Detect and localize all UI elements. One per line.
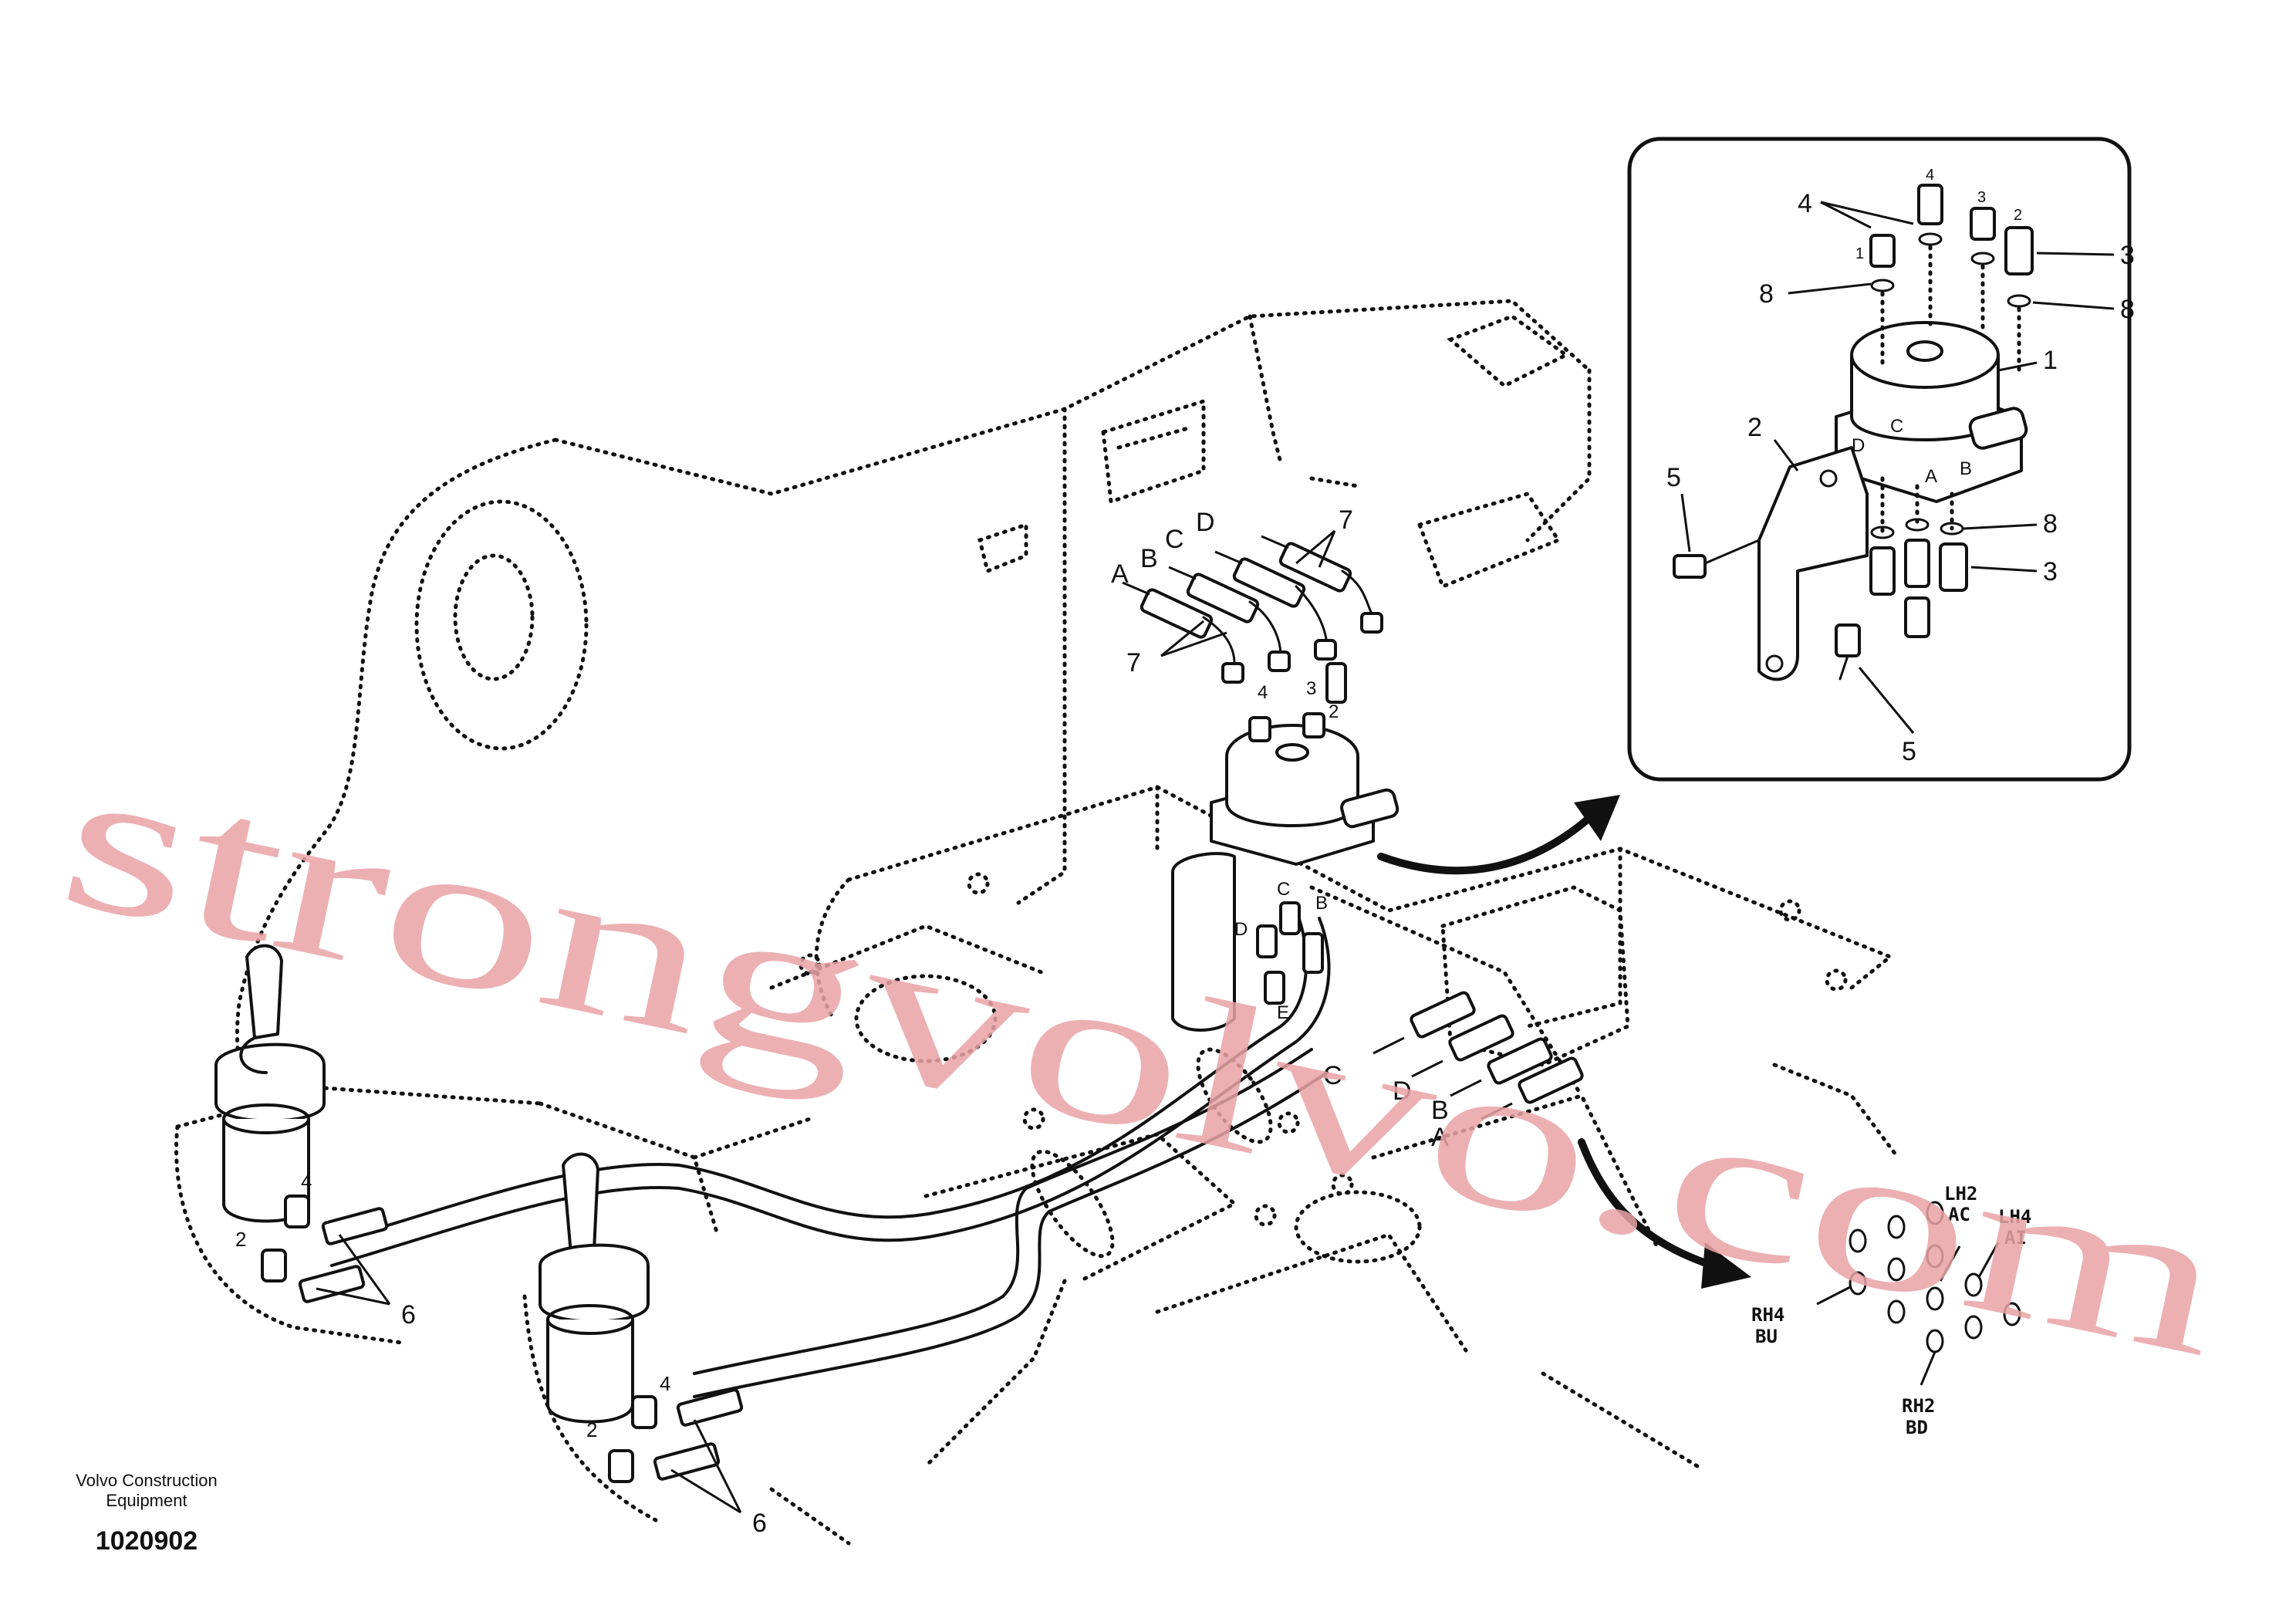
inset-label-5-top: 5 <box>1666 463 1681 492</box>
joystick-right <box>539 1152 650 1424</box>
port-label-ai: AI <box>2004 1227 2027 1249</box>
label-bank-a: A <box>1431 1123 1449 1152</box>
hose-ends-top <box>1122 529 1383 684</box>
valve-port-labels: RH4 BU LH2 AC LH4 AI RH2 BD <box>1751 1183 2031 1438</box>
shuttle-valve-main <box>1171 662 1400 1032</box>
inset-face-c: C <box>1890 416 1903 437</box>
label-port-c: C <box>1165 525 1184 554</box>
inset-label-3-lower: 3 <box>2043 557 2058 586</box>
port-label-lh2: LH2 <box>1944 1183 1977 1205</box>
joystick-left <box>214 944 326 1223</box>
inset-port-1: 1 <box>1855 245 1864 262</box>
port-label-rh4: RH4 <box>1751 1304 1784 1326</box>
inset-face-a: A <box>1925 466 1937 487</box>
callout-arrows <box>1377 795 1751 1289</box>
hose-bundle <box>330 909 1331 1398</box>
inset-port-2: 2 <box>2014 207 2022 224</box>
caption-drawing-number: 1020902 <box>96 1526 198 1556</box>
label-left-4: 4 <box>301 1170 312 1193</box>
label-port-b: B <box>1140 544 1158 573</box>
label-left-2: 2 <box>235 1228 246 1251</box>
label-body-d: D <box>1234 919 1248 940</box>
inset-label-8-right: 8 <box>2120 295 2135 324</box>
inset-label-5-bottom: 5 <box>1902 737 1916 766</box>
chassis-outline <box>174 299 1900 1546</box>
caption-company-line1: Volvo Construction <box>76 1471 217 1490</box>
inset-labels: 4 8 3 8 1 2 5 8 3 5 C D A B 1 4 3 2 <box>1666 167 2135 766</box>
label-bank-b: B <box>1431 1096 1449 1125</box>
watermark-text: strongvolvo.com <box>45 718 2244 1401</box>
caption-company-line2: Equipment <box>106 1491 187 1510</box>
valve-port-pattern <box>1816 1201 2021 1386</box>
label-right-2: 2 <box>586 1418 597 1441</box>
label-body-b: B <box>1315 893 1328 914</box>
main-labels: A B C D 7 7 4 3 2 C B D E C D B A 4 2 6 … <box>235 505 1449 1538</box>
label-port-d: D <box>1196 508 1215 537</box>
inset-label-4: 4 <box>1798 189 1812 218</box>
label-body-c: C <box>1277 879 1290 900</box>
label-bank-c: C <box>1323 1061 1342 1090</box>
label-port-4: 4 <box>1258 682 1268 703</box>
detail-inset <box>1627 137 2132 782</box>
joystick-fittings <box>261 1195 744 1483</box>
inset-label-8-left: 8 <box>1759 279 1774 309</box>
port-label-rh2: RH2 <box>1902 1395 1935 1417</box>
inset-label-2: 2 <box>1747 413 1762 442</box>
port-label-bu: BU <box>1755 1326 1778 1347</box>
label-port-3: 3 <box>1306 678 1316 699</box>
label-body-e: E <box>1277 1002 1289 1023</box>
inset-port-3: 3 <box>1977 189 1986 206</box>
inset-label-8-lower: 8 <box>2043 509 2058 539</box>
label-bank-d: D <box>1393 1076 1412 1106</box>
inset-face-b: B <box>1960 458 1972 479</box>
label-right-4: 4 <box>660 1372 670 1395</box>
drawing-caption: Volvo Construction Equipment 1020902 <box>76 1471 217 1556</box>
port-label-lh4: LH4 <box>1998 1206 2031 1228</box>
port-label-ac: AC <box>1948 1204 1970 1225</box>
inset-face-d: D <box>1852 435 1865 456</box>
port-label-bd: BD <box>1906 1417 1928 1438</box>
callout-arrow-head-inset <box>1574 795 1620 841</box>
label-item-7-top: 7 <box>1339 505 1353 535</box>
callout-arrow-head-ports <box>1701 1242 1751 1289</box>
inset-label-3-top: 3 <box>2120 241 2135 270</box>
hose-ends-valve-bank <box>1256 885 1630 1120</box>
inset-label-1: 1 <box>2043 346 2058 375</box>
label-left-6: 6 <box>401 1300 416 1330</box>
label-port-2: 2 <box>1329 701 1339 722</box>
label-item-7-bottom: 7 <box>1126 648 1141 678</box>
label-port-a: A <box>1111 559 1129 589</box>
label-right-6: 6 <box>752 1509 767 1538</box>
inset-port-4: 4 <box>1926 167 1934 184</box>
